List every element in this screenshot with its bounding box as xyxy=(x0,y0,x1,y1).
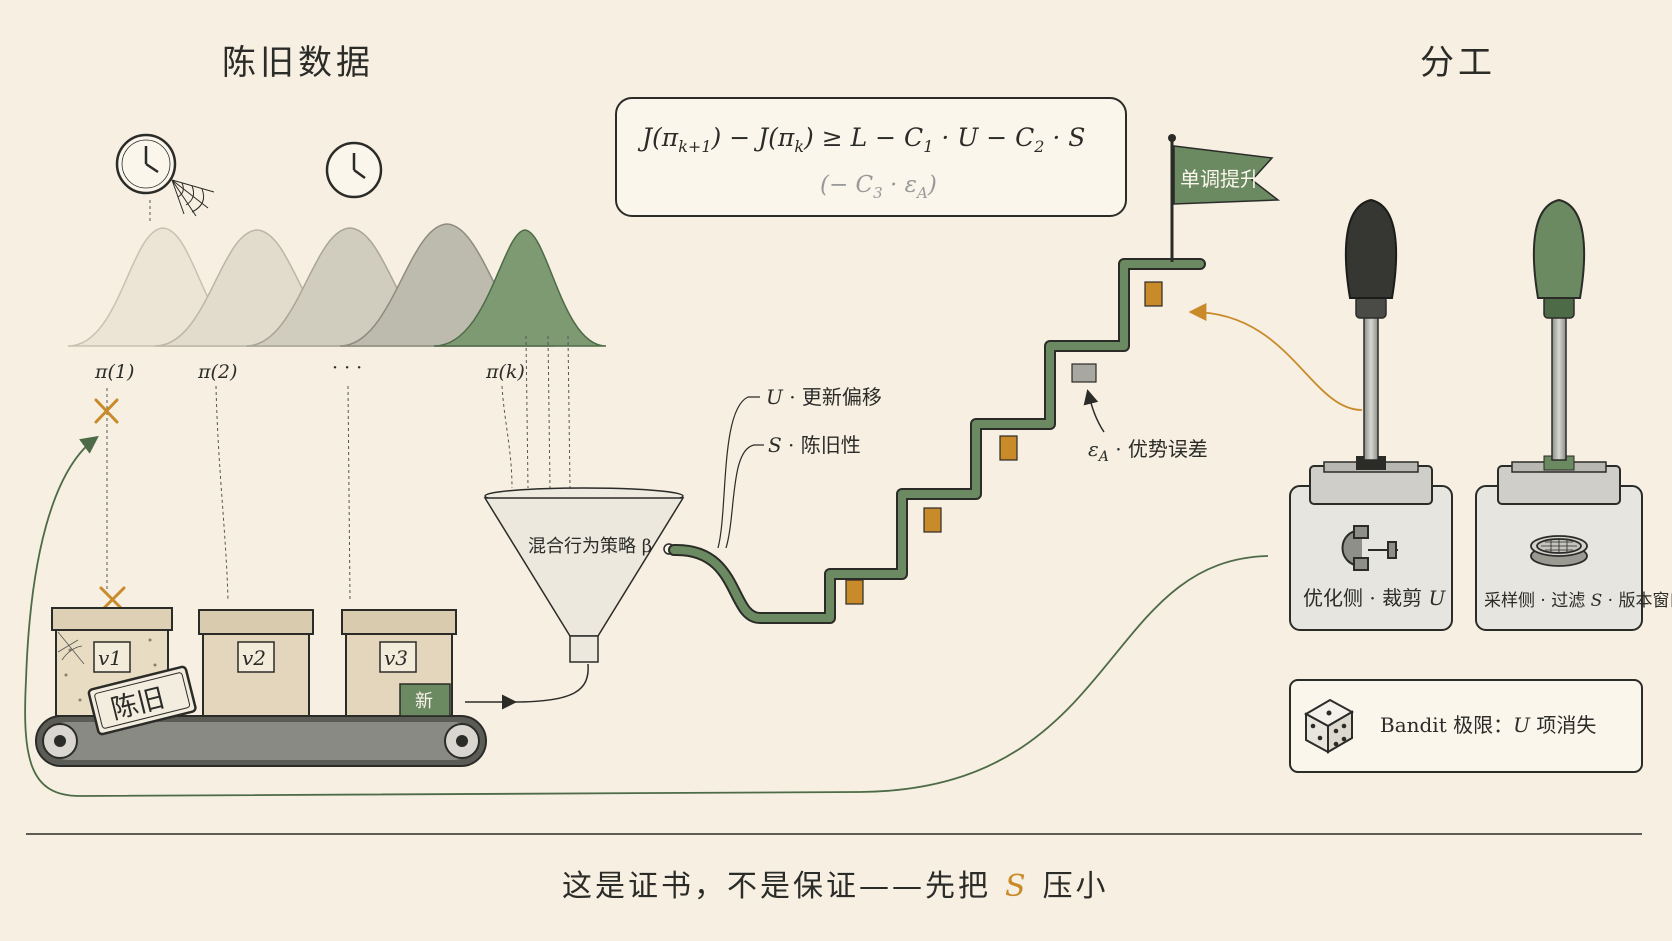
cobweb-icon xyxy=(171,179,215,217)
policy-label-2: π(2) xyxy=(197,361,237,383)
policy-label-k: π(k) xyxy=(485,361,525,383)
sampler-label: 采样侧 · 过滤 S · 版本窗口 xyxy=(1484,591,1672,611)
data-box-new: v3 新 xyxy=(341,609,457,717)
clamp-icon xyxy=(1341,525,1398,571)
step-marker xyxy=(845,579,864,605)
optimizer-lever xyxy=(1289,198,1453,631)
step-marker xyxy=(999,435,1018,461)
dice-icon xyxy=(1303,698,1355,754)
formula-box xyxy=(615,97,1127,217)
left-title: 陈旧数据 xyxy=(222,43,374,83)
step-marker xyxy=(1144,281,1163,307)
new-tag-label: 新 xyxy=(415,691,433,712)
sieve-icon xyxy=(1530,535,1588,567)
feedback-arrow xyxy=(24,435,1269,797)
bandit-label: Bandit 极限：U 项消失 xyxy=(1380,713,1596,737)
box-label-v2: v2 xyxy=(242,646,266,670)
optimizer-label: 优化侧 · 裁剪 U xyxy=(1303,586,1446,610)
funnel: 混合行为策略 β xyxy=(483,487,685,663)
term-epsilon-label: εA · 优势误差 xyxy=(1088,437,1208,465)
flag-label: 单调提升 xyxy=(1180,167,1260,191)
term-s-label: S · 陈旧性 xyxy=(768,433,861,457)
discard-x-icon xyxy=(94,398,119,424)
clock-icon xyxy=(115,133,177,195)
policy-curve-current xyxy=(433,229,607,347)
advantage-error-marker xyxy=(1071,363,1097,383)
policy-distributions xyxy=(67,223,607,347)
box-label-v1: v1 xyxy=(98,646,122,670)
bandit-box xyxy=(1289,679,1643,773)
step-marker xyxy=(923,507,942,533)
clip-arrow xyxy=(1188,303,1363,411)
conveyor-belt xyxy=(35,715,487,767)
policy-label-1: π(1) xyxy=(94,361,134,383)
clock-icon xyxy=(325,141,383,199)
epsilon-arrow xyxy=(1083,389,1105,433)
stale-tag: 陈旧 xyxy=(87,665,197,736)
term-u-label: U · 更新偏移 xyxy=(766,385,882,409)
funnel-label: 混合行为策略 β xyxy=(528,536,652,557)
policy-ellipsis: · · · xyxy=(332,357,362,379)
box-label-v3: v3 xyxy=(384,646,408,670)
flag-icon: 单调提升 xyxy=(1168,134,1281,262)
improvement-staircase xyxy=(668,258,1206,624)
data-box-2: v2 xyxy=(198,609,314,717)
right-title: 分工 xyxy=(1420,43,1496,83)
formula-main: J(πk+1) − J(πk) ≥ L − C1 · U − C2 · S xyxy=(637,123,1085,156)
